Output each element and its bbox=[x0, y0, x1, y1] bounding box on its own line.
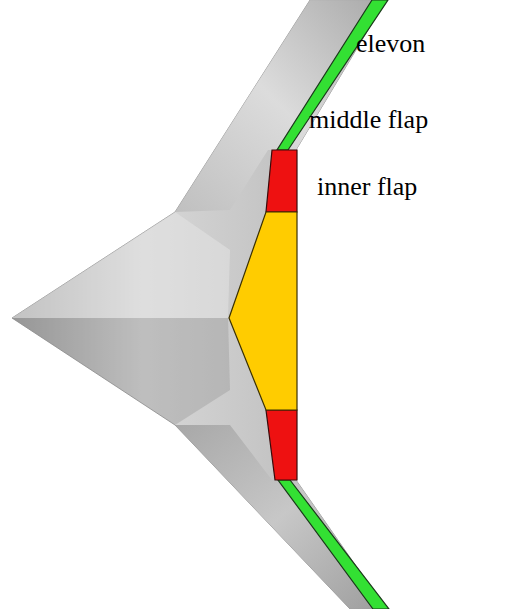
middle-flap-surface bbox=[266, 150, 297, 212]
elevon-surface bbox=[278, 480, 389, 609]
part-label: middle flap bbox=[309, 106, 428, 135]
part-label: inner flap bbox=[317, 173, 417, 202]
inner-flap-surface bbox=[229, 212, 297, 410]
nose-shading bbox=[12, 318, 230, 425]
aircraft-body bbox=[12, 0, 386, 609]
middle-flap-surface bbox=[266, 410, 297, 480]
nose-shading bbox=[12, 212, 230, 318]
part-label: elevon bbox=[356, 30, 425, 59]
